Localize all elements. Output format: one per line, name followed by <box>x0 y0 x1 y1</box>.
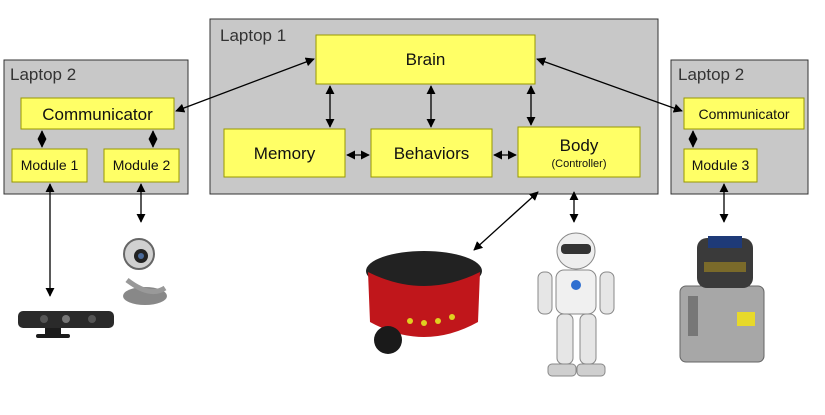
communicator-right-box <box>683 97 805 130</box>
arrow-brain-communicator-right <box>536 57 683 113</box>
arrow-communicator-brain <box>175 57 315 113</box>
laptop-2-left-title: Laptop 2 <box>10 65 76 84</box>
communicator-right-label: Communicator <box>698 106 789 122</box>
module-1-box <box>11 148 88 183</box>
behaviors-label: Behaviors <box>394 144 470 163</box>
memory-label: Memory <box>254 144 316 163</box>
module-3-box <box>683 148 758 183</box>
module-2-box <box>103 148 180 183</box>
mobile-robot-base-icon <box>366 251 482 354</box>
body-label: Body <box>560 136 599 155</box>
laptop-2-right-title: Laptop 2 <box>678 65 744 84</box>
module-1-label: Module 1 <box>21 157 79 173</box>
module-3-label: Module 3 <box>692 157 750 173</box>
memory-box <box>223 128 346 178</box>
module-2-label: Module 2 <box>113 157 171 173</box>
communicator-left-label: Communicator <box>42 105 153 124</box>
webcam-icon <box>123 238 167 305</box>
laser-rangefinder-icon <box>679 236 765 363</box>
brain-box <box>315 34 536 85</box>
laptop-1-title: Laptop 1 <box>220 26 286 45</box>
kinect-sensor-icon <box>18 311 114 338</box>
communicator-left-box <box>20 97 175 130</box>
arrow-body-mobile-base <box>473 191 539 251</box>
brain-label: Brain <box>406 50 446 69</box>
humanoid-robot-icon <box>537 232 615 377</box>
behaviors-box <box>370 128 493 178</box>
body-box <box>517 126 641 178</box>
body-sub-label: (Controller) <box>551 158 606 170</box>
